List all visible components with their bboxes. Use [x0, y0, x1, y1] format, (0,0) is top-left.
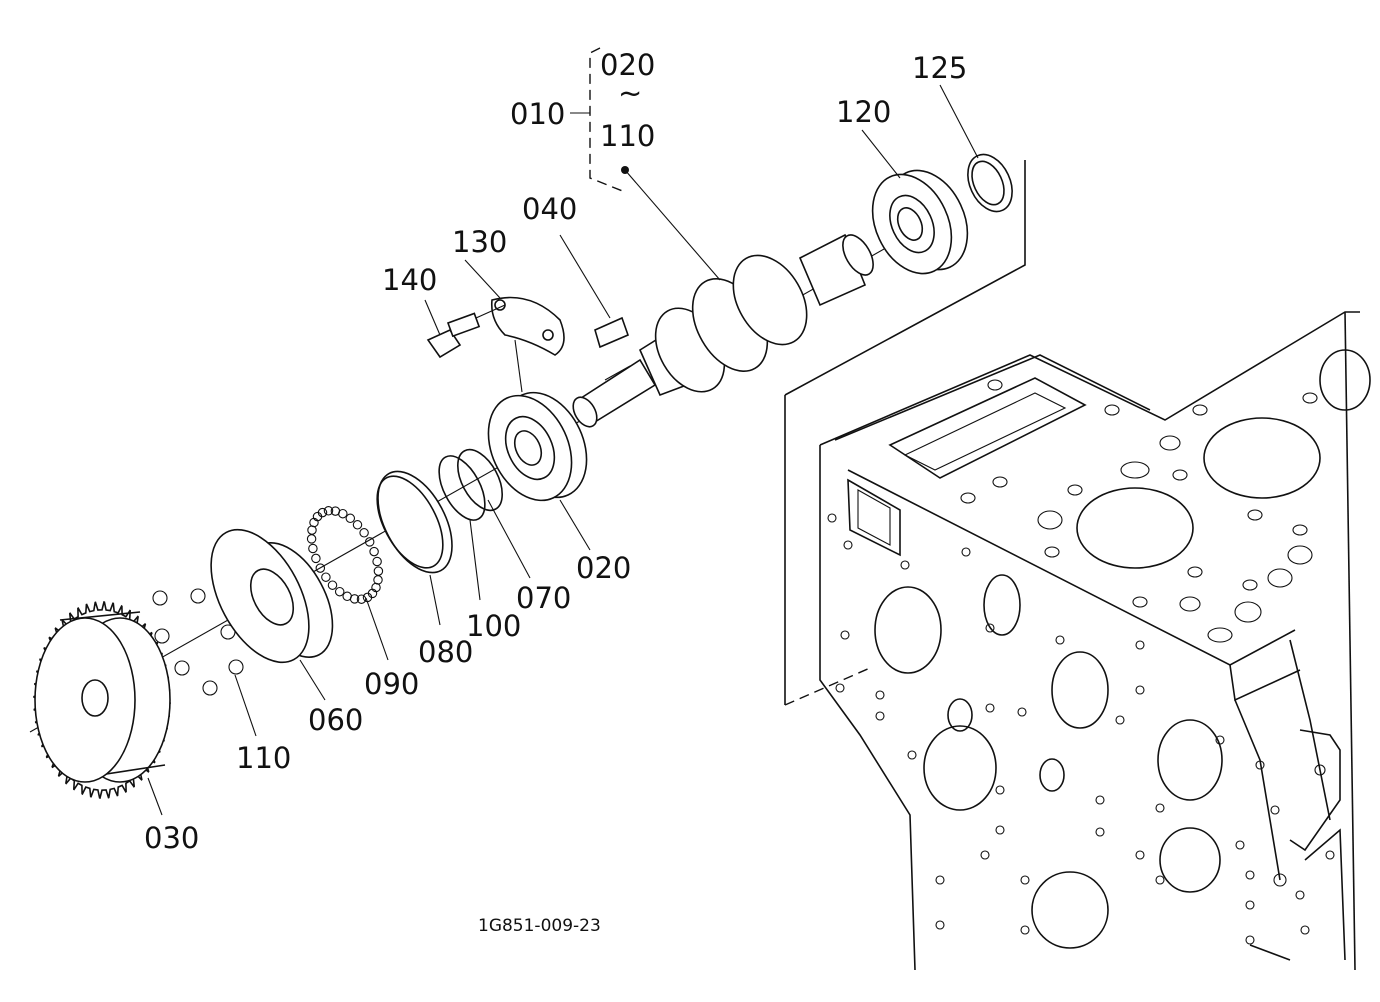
engine-block: [784, 160, 1371, 971]
ring-ball: [342, 591, 352, 602]
label-assembly: 010: [510, 97, 565, 131]
ring-ball: [338, 508, 348, 519]
label-assembly-range-end: 110: [600, 119, 655, 153]
ring-ball: [311, 553, 321, 564]
gear-030: [33, 601, 171, 799]
bearing-120: [871, 169, 969, 275]
label-assembly-range-start: 020: [600, 48, 655, 82]
plate-060: [210, 528, 334, 664]
ring-ball: [317, 507, 328, 518]
leader-dot: [621, 166, 629, 174]
label-120: 120: [836, 95, 891, 129]
ring-ball: [321, 572, 331, 582]
ring-ball: [364, 537, 375, 547]
label-assembly-range-symbol: ~: [618, 76, 642, 110]
ring-ball: [308, 543, 318, 554]
label-140: 140: [382, 263, 437, 297]
label-090: 090: [364, 667, 419, 701]
label-040: 040: [522, 192, 577, 226]
bearing-020: [487, 391, 588, 502]
ring-ball: [373, 566, 384, 576]
bolt-140: [426, 304, 506, 359]
ring-ball: [373, 575, 383, 585]
drawing-number: 1G851-009-23: [478, 916, 601, 936]
shaft-010: [572, 233, 874, 428]
label-080: 080: [418, 635, 473, 669]
ring-080: [376, 470, 453, 574]
ring-ball: [352, 520, 363, 530]
key-040: [594, 316, 630, 349]
ball-ring-090: [306, 506, 384, 604]
label-060: 060: [308, 703, 363, 737]
label-130: 130: [452, 225, 507, 259]
label-030: 030: [144, 821, 199, 855]
assembly-bracket: [570, 47, 626, 193]
ring-ball: [323, 506, 334, 516]
label-020: 020: [576, 551, 631, 585]
label-110: 110: [236, 741, 291, 775]
label-070: 070: [516, 581, 571, 615]
ring-ball: [369, 546, 379, 557]
label-125: 125: [912, 51, 967, 85]
label-100: 100: [466, 609, 521, 643]
callout-labels: 020 ~ 110 010 125 120 040 130 140 020 07…: [144, 48, 967, 936]
ring-ball: [372, 556, 382, 567]
ring-ball: [359, 528, 369, 538]
ring-ball: [307, 525, 317, 535]
leader-lines: [147, 84, 979, 816]
ring-ball: [315, 563, 326, 573]
ring-ball: [345, 513, 356, 524]
seal-125: [967, 153, 1013, 213]
snap-ring-100: [438, 455, 486, 521]
ring-ball: [306, 534, 317, 544]
ring-ball: [334, 586, 345, 597]
snap-ring-070: [457, 448, 503, 512]
ring-ball: [356, 594, 367, 604]
bracket-130: [490, 296, 565, 393]
ring-ball: [327, 580, 338, 590]
